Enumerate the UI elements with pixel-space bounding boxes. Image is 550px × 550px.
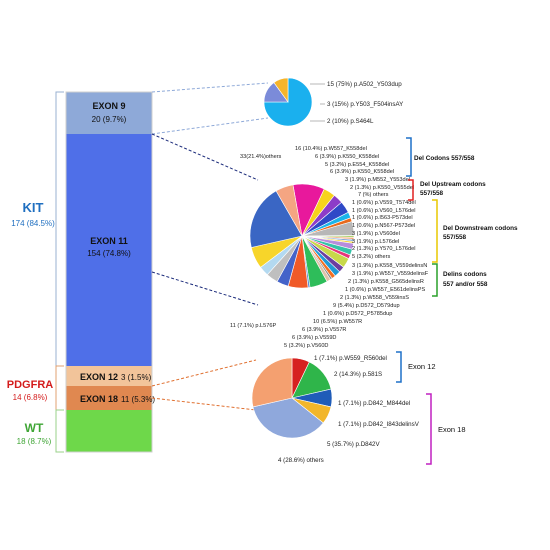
pie2-label-23: 6 (3.9%) p.V557R — [302, 327, 346, 333]
pie-exon9 — [263, 77, 313, 127]
pie1-label-2: 2 (10%) p.S464L — [327, 118, 374, 125]
exon9-label: EXON 9 — [92, 101, 125, 111]
exon18-count: 11 (5.3%) — [121, 395, 155, 404]
pie-exon11-slice-28 — [275, 184, 303, 237]
wt-label: WT — [25, 421, 44, 435]
kit-bracket — [55, 91, 64, 367]
kit-count: 174 (84.5%) — [11, 219, 55, 228]
pie3-label-0: 1 (7.1%) p.W559_R560del — [314, 355, 387, 362]
pie2-label-11: 3 (1.9%) p.V560del — [352, 231, 400, 237]
pie2-label-18: 1 (0.6%) p.W557_E561delinsPS — [345, 287, 425, 293]
pie-pdgfra-slice-5 — [251, 357, 293, 408]
bracket-upstream — [408, 179, 414, 201]
pdgfra-bracket — [55, 365, 64, 411]
exon18-label: EXON 18 — [80, 394, 118, 404]
bar-exon18 — [66, 386, 152, 410]
pie2-label-13: 2 (1.3%) p.Y570_L576del — [352, 246, 415, 252]
pie2-label-1: 6 (3.9%) p.K550_K558del — [315, 154, 379, 160]
pie3-label-5: 4 (28.6%) others — [278, 457, 324, 464]
pie2-label-27: 33(21.4%)others — [240, 154, 282, 160]
pie2-label-12: 3 (1.9%) p.L576del — [352, 239, 399, 245]
pie2-label-8: 1 (0.6%) p.V560_L576del — [352, 208, 415, 214]
pie2-label-9: 1 (0.6%) p.I563-P573del — [352, 215, 413, 221]
pdgfra-count: 14 (6.8%) — [13, 393, 48, 402]
pie2-label-20: 9 (5.4%) p.D572_D579dup — [333, 303, 400, 309]
wt-bracket — [55, 409, 64, 453]
pie2-label-24: 6 (3.9%) p.V559D — [292, 335, 336, 341]
pie3-label-2: 1 (7.1%) p.D842_M844del — [338, 400, 410, 407]
connector-exon11-bottom — [151, 271, 259, 306]
group-delins-label-2: 557 and/or 558 — [443, 281, 488, 288]
group-upstream-label-1: Del Upstream codons — [420, 181, 486, 188]
pie3-label-4: 5 (35.7%) p.D842V — [327, 441, 380, 448]
connector-exon9-bottom — [151, 117, 269, 135]
pie2-label-7: 1 (0.6%) p.V559_T574del — [352, 200, 416, 206]
exon12-count: 3 (1.5%) — [121, 373, 152, 382]
bar-exon11 — [66, 134, 152, 366]
pie1-label-1: 3 (15%) p.Y503_F504insAY — [327, 101, 403, 108]
pie-exon11-slice-27 — [249, 190, 303, 248]
group-delins-label-1: Delins codons — [443, 271, 487, 278]
pie-exon9-slice-0 — [263, 77, 313, 127]
pie2-label-17: 2 (1.3%) p.K558_G565delinsR — [348, 279, 424, 285]
pie3-label-3: 1 (7.1%) p.D842_I843delinsV — [338, 421, 420, 428]
pie-pdgfra-slice-4 — [252, 397, 324, 439]
pie2-label-14: 5 (3.2%) others — [352, 254, 390, 260]
pie2-label-26: 11 (7.1%) p.L576P — [230, 323, 276, 329]
pie2-label-2: 5 (3.2%) p.E554_K558del — [325, 162, 389, 168]
kit-label: KIT — [23, 200, 44, 215]
bracket-delins — [432, 263, 438, 297]
connector-exon11-top — [151, 133, 259, 181]
wt-count: 18 (8.7%) — [17, 437, 52, 446]
exon12-label: EXON 12 — [80, 372, 118, 382]
pie2-label-22: 10 (6.5%) p.W557R — [313, 319, 362, 325]
pie-exon9-labels: 15 (75%) p.A502_Y503dup 3 (15%) p.Y503_F… — [310, 81, 403, 125]
group-downstream-label-1: Del Downstream codons — [443, 225, 518, 232]
pdgfra-label: PDGFRA — [7, 379, 54, 391]
pie-pdgfra-labels: 1 (7.1%) p.W559_R560del 2 (14.3%) p.581S… — [278, 355, 420, 464]
pie2-label-10: 1 (0.6%) p.N567-P573del — [352, 223, 415, 229]
pie3-label-1: 2 (14.3%) p.581S — [334, 371, 382, 378]
group-exon18-label: Exon 18 — [438, 425, 466, 434]
connector-pdgfra-top — [151, 359, 257, 387]
pie2-label-5: 2 (1.3%) p.K550_V555del — [350, 185, 414, 191]
pie-exon11-labels: 16 (10.4%) p.W557_K558del 33(21.4%)other… — [230, 146, 429, 349]
group-exon12-label: Exon 12 — [408, 362, 436, 371]
bracket-downstream — [432, 199, 438, 263]
pie2-label-3: 6 (3.9%) p.K550_K558del — [330, 169, 394, 175]
exon9-count: 20 (9.7%) — [92, 115, 127, 124]
bracket-exon18 — [426, 393, 432, 465]
connector-pdgfra-bottom — [151, 397, 257, 411]
pie2-label-19: 2 (1.3%) p.W558_V559insS — [340, 295, 409, 301]
pie-exon11 — [249, 183, 355, 289]
exon11-count: 154 (74.8%) — [87, 249, 131, 258]
pie2-label-6: 7 (%) others — [358, 192, 389, 198]
bar-exon9 — [66, 92, 152, 134]
bar-wt — [66, 410, 152, 452]
bar-exon12 — [66, 366, 152, 386]
group-del-label: Del Codons 557/558 — [414, 155, 475, 162]
connector-exon9-top — [151, 82, 269, 93]
bracket-exon12 — [396, 351, 402, 383]
pie1-label-0: 15 (75%) p.A502_Y503dup — [327, 81, 402, 88]
pie2-label-4: 3 (1.9%) p.M552_Y553del — [345, 177, 410, 183]
pie-pdgfra — [251, 357, 333, 439]
pie2-label-15: 3 (1.9%) p.K558_V559delinsN — [352, 263, 427, 269]
group-upstream-label-2: 557/558 — [420, 190, 444, 197]
pie2-label-21: 1 (0.6%) p.D572_P5785dup — [323, 311, 392, 317]
pie-exon9-slice-2 — [273, 77, 289, 103]
exon11-label: EXON 11 — [90, 236, 128, 246]
pie2-label-25: 5 (3.2%) p.V560D — [284, 343, 328, 349]
bracket-del — [406, 137, 412, 177]
pie2-label-16: 3 (1.9%) p.W557_V559delinsF — [352, 271, 429, 277]
group-downstream-label-2: 557/558 — [443, 234, 467, 241]
pie2-label-0: 16 (10.4%) p.W557_K558del — [295, 146, 367, 152]
